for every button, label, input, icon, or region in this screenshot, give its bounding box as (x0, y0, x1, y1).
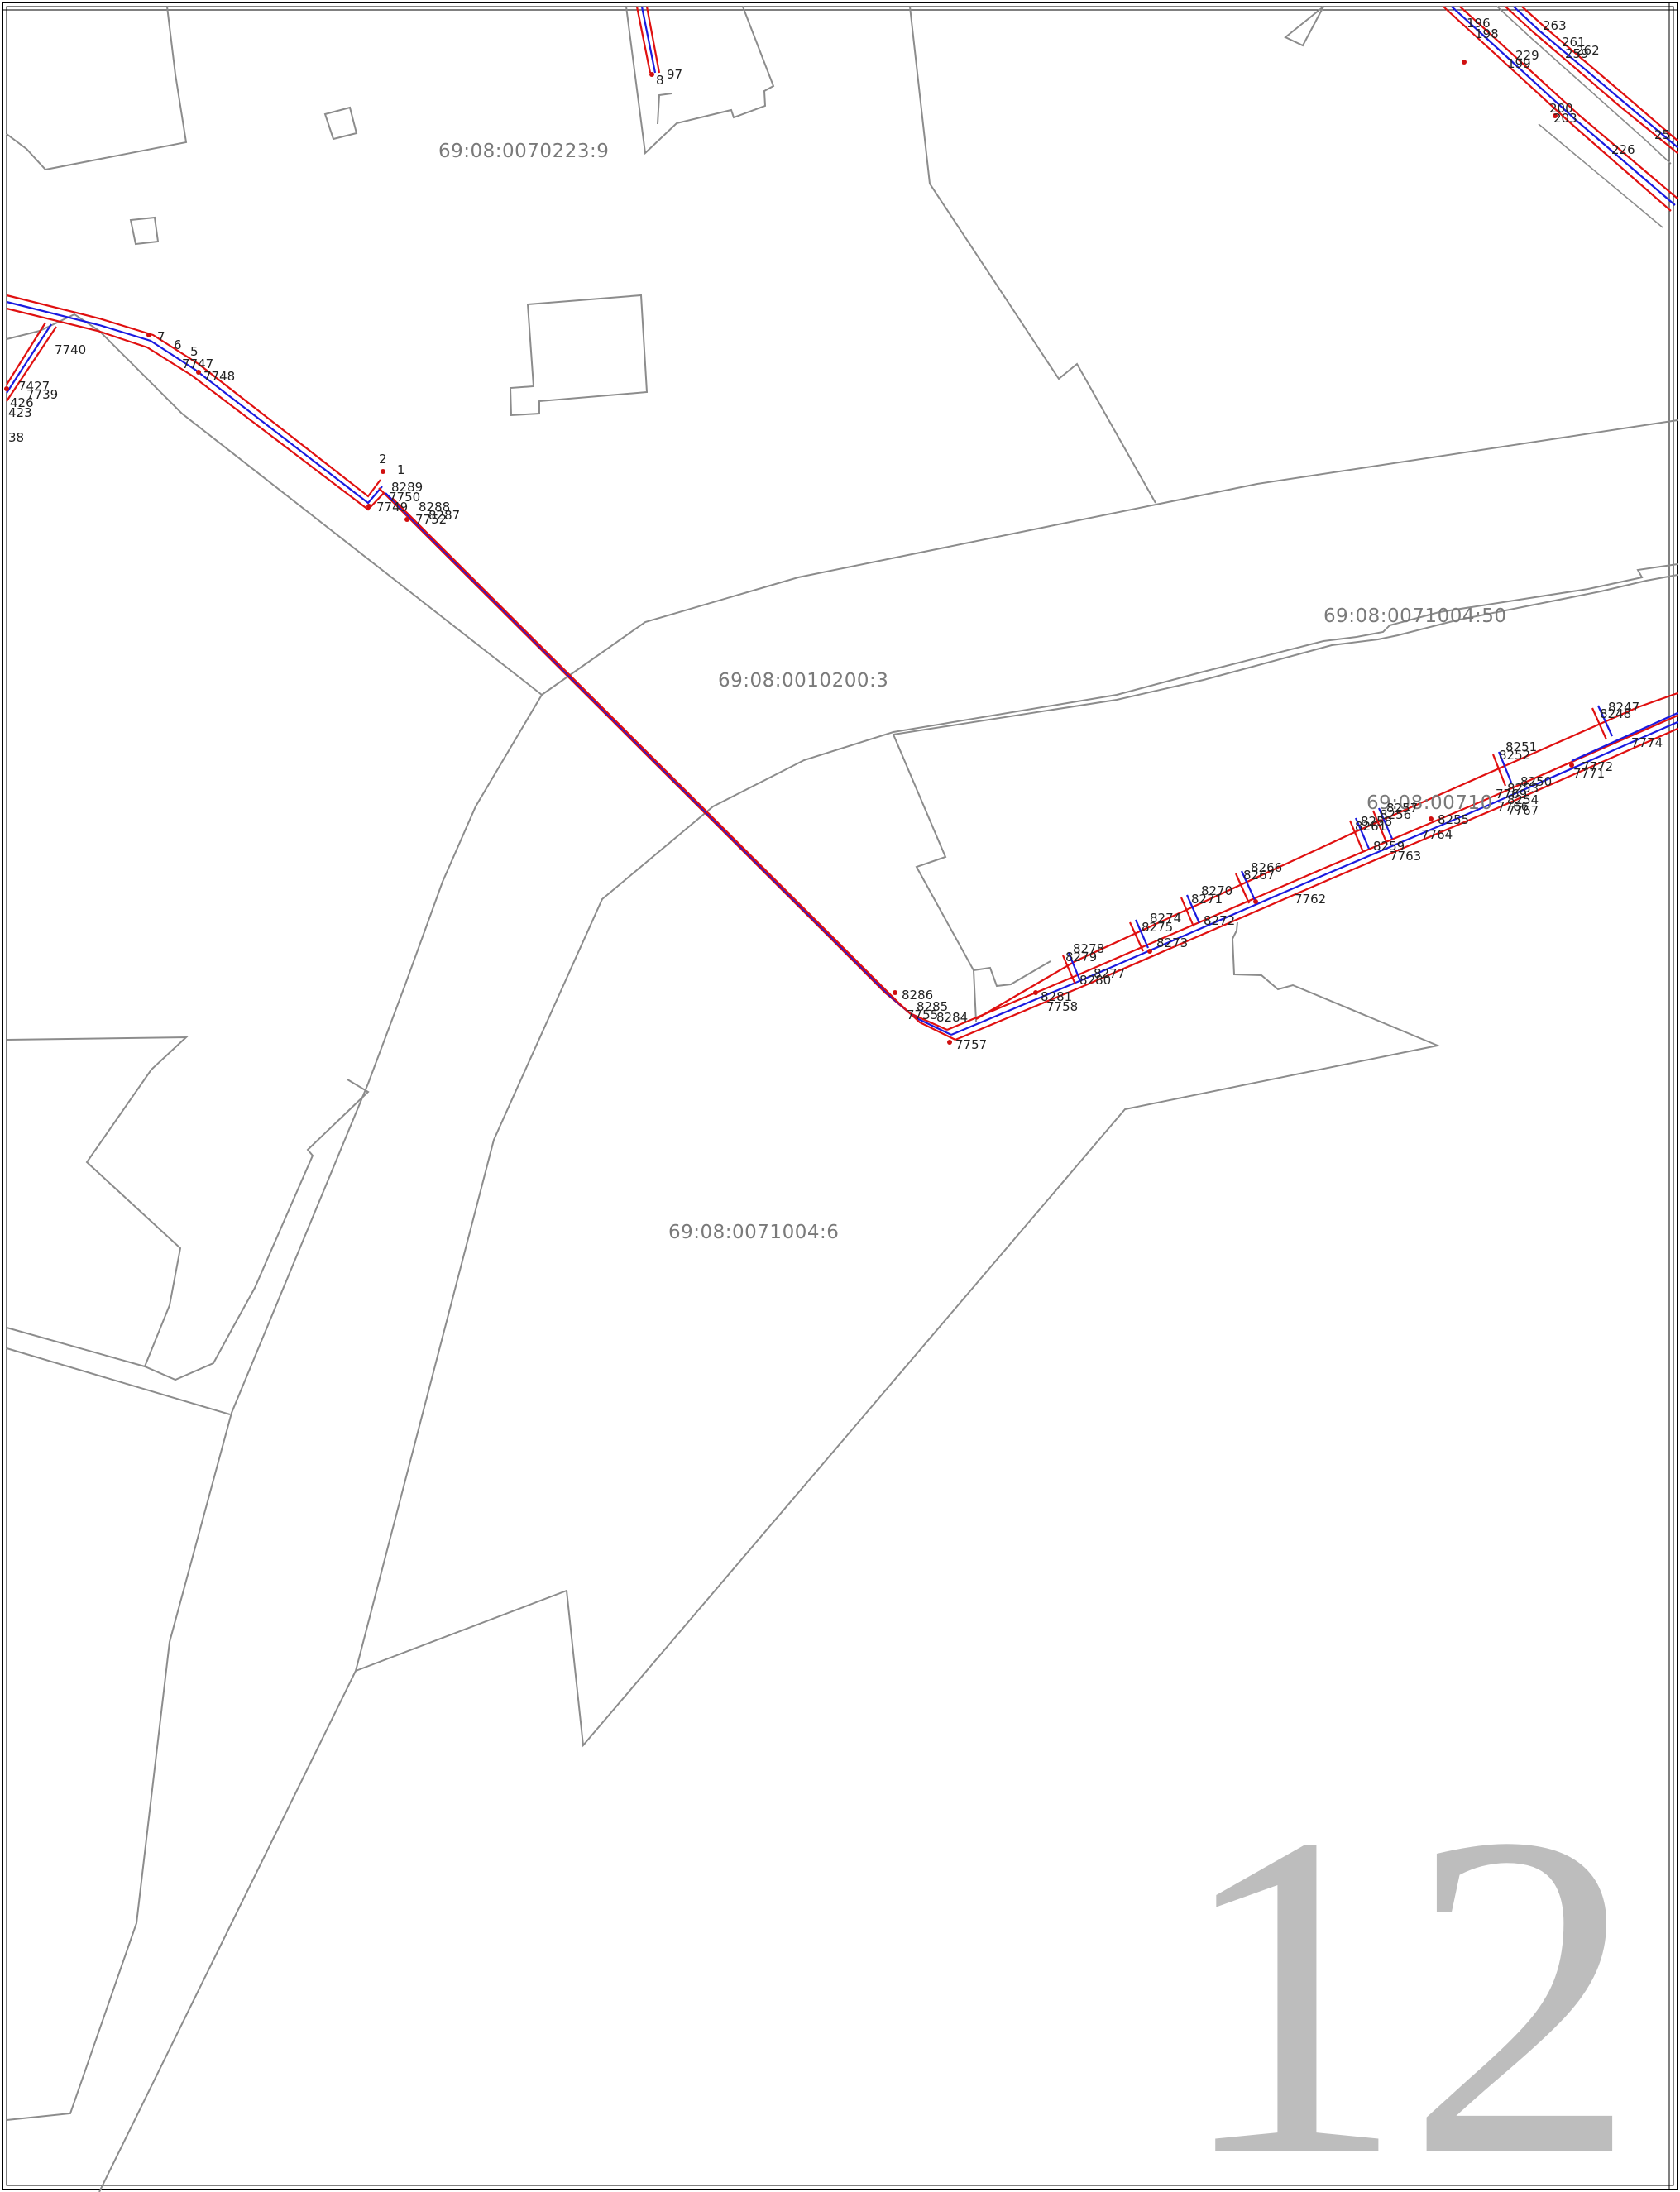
cadastral-labels: 69:08:0070223:9 69:08:0010200:3 69:08:00… (438, 141, 1506, 1243)
point-label: 8288 (419, 500, 450, 514)
point-label: 8248 (1600, 706, 1631, 721)
point-labels: 97 8 196 198 199 263 261 262 259 229 200… (8, 16, 1670, 1052)
point-label: 1 (397, 462, 405, 477)
point-label: 8255 (1438, 812, 1469, 827)
point-label: 8287 (428, 508, 460, 523)
point-label: 7750 (389, 490, 420, 505)
point-label: 5 (190, 344, 199, 359)
point-label: 8275 (1142, 920, 1173, 935)
point-label: 7769 (1496, 787, 1527, 802)
point-label: 200 (1549, 101, 1573, 116)
point-label: 8247 (1608, 700, 1639, 715)
point-label: 8289 (391, 480, 423, 495)
point-label: 8252 (1499, 748, 1530, 763)
point-label: 199 (1507, 56, 1531, 71)
point-label: 8259 (1373, 839, 1405, 854)
point-label: 8261 (1355, 819, 1386, 834)
point-label: 261 (1562, 35, 1586, 50)
point-label: 97 (667, 67, 682, 82)
point-label: 8251 (1505, 739, 1537, 754)
point-label: 8 (656, 73, 664, 88)
point-label: 8256 (1380, 807, 1411, 822)
point-label: 8272 (1204, 913, 1235, 928)
point-label: 263 (1543, 18, 1567, 33)
parcel-label: 69:08:0010200:3 (718, 670, 888, 692)
point-label: 8254 (1507, 792, 1539, 807)
parcel-label: 69:08:00710 (1366, 792, 1493, 814)
point-label: 262 (1576, 43, 1600, 58)
point-label: 7748 (203, 369, 235, 384)
pipe-nodes (4, 60, 1574, 1045)
point-label: 7757 (955, 1037, 987, 1052)
point-label: 8270 (1201, 883, 1232, 898)
point-label: 8274 (1150, 911, 1181, 926)
point-label: 7427 (18, 379, 50, 394)
point-label: 7767 (1507, 803, 1539, 818)
point-label: 7758 (1046, 999, 1078, 1014)
parcel-label: 69:08:0071004:6 (668, 1222, 839, 1243)
point-label: 196 (1467, 16, 1491, 31)
point-label: 423 (8, 405, 32, 420)
point-label: 8277 (1094, 966, 1125, 981)
sheet-number: 12 (1175, 1739, 1638, 2192)
point-label: 8285 (917, 999, 948, 1014)
point-label: 8258 (1361, 814, 1392, 829)
parcel-boundaries (6, 6, 1678, 2192)
point-label: 8278 (1073, 941, 1104, 956)
point-label: 8266 (1251, 860, 1282, 875)
point-label: 7772 (1582, 759, 1613, 774)
point-label: 7774 (1631, 735, 1663, 750)
point-label: 8267 (1243, 868, 1275, 883)
point-label: 8271 (1191, 892, 1223, 907)
point-label: 8253 (1507, 781, 1539, 796)
point-label: 7739 (26, 387, 58, 402)
point-label: 7764 (1421, 827, 1453, 842)
point-label: 7 (157, 329, 165, 344)
point-label: 8286 (902, 988, 933, 1003)
point-label: 8281 (1041, 989, 1072, 1004)
point-label: 38 (8, 430, 24, 445)
point-label: 8273 (1156, 936, 1188, 950)
point-label: 426 (10, 395, 34, 410)
point-label: 198 (1475, 26, 1499, 41)
point-label: 7752 (415, 512, 447, 527)
point-label: 25 (1654, 127, 1670, 142)
point-label: 203 (1553, 111, 1577, 126)
point-label: 8257 (1386, 801, 1418, 816)
point-label: 7763 (1390, 849, 1421, 864)
point-label: 2 (379, 452, 387, 467)
point-label: 7771 (1573, 766, 1605, 781)
pipeline-network (6, 6, 1678, 1041)
point-label: 229 (1515, 48, 1539, 63)
point-label: 8280 (1079, 973, 1111, 988)
point-label: 226 (1611, 142, 1635, 157)
point-label: 8279 (1065, 950, 1097, 964)
point-label: 8250 (1520, 774, 1552, 789)
point-label: 6 (174, 337, 182, 352)
point-label: 8284 (936, 1010, 968, 1025)
point-label: 7747 (182, 357, 213, 371)
point-label: 7740 (55, 342, 86, 357)
point-label: 7749 (376, 500, 408, 514)
parcel-label: 69:08:0071004:50 (1323, 605, 1506, 627)
point-label: 7766 (1497, 799, 1529, 814)
point-label: 7755 (907, 1007, 938, 1022)
parcel-label: 69:08:0070223:9 (438, 141, 609, 162)
point-label: 259 (1565, 46, 1589, 61)
point-label: 7762 (1295, 892, 1326, 907)
